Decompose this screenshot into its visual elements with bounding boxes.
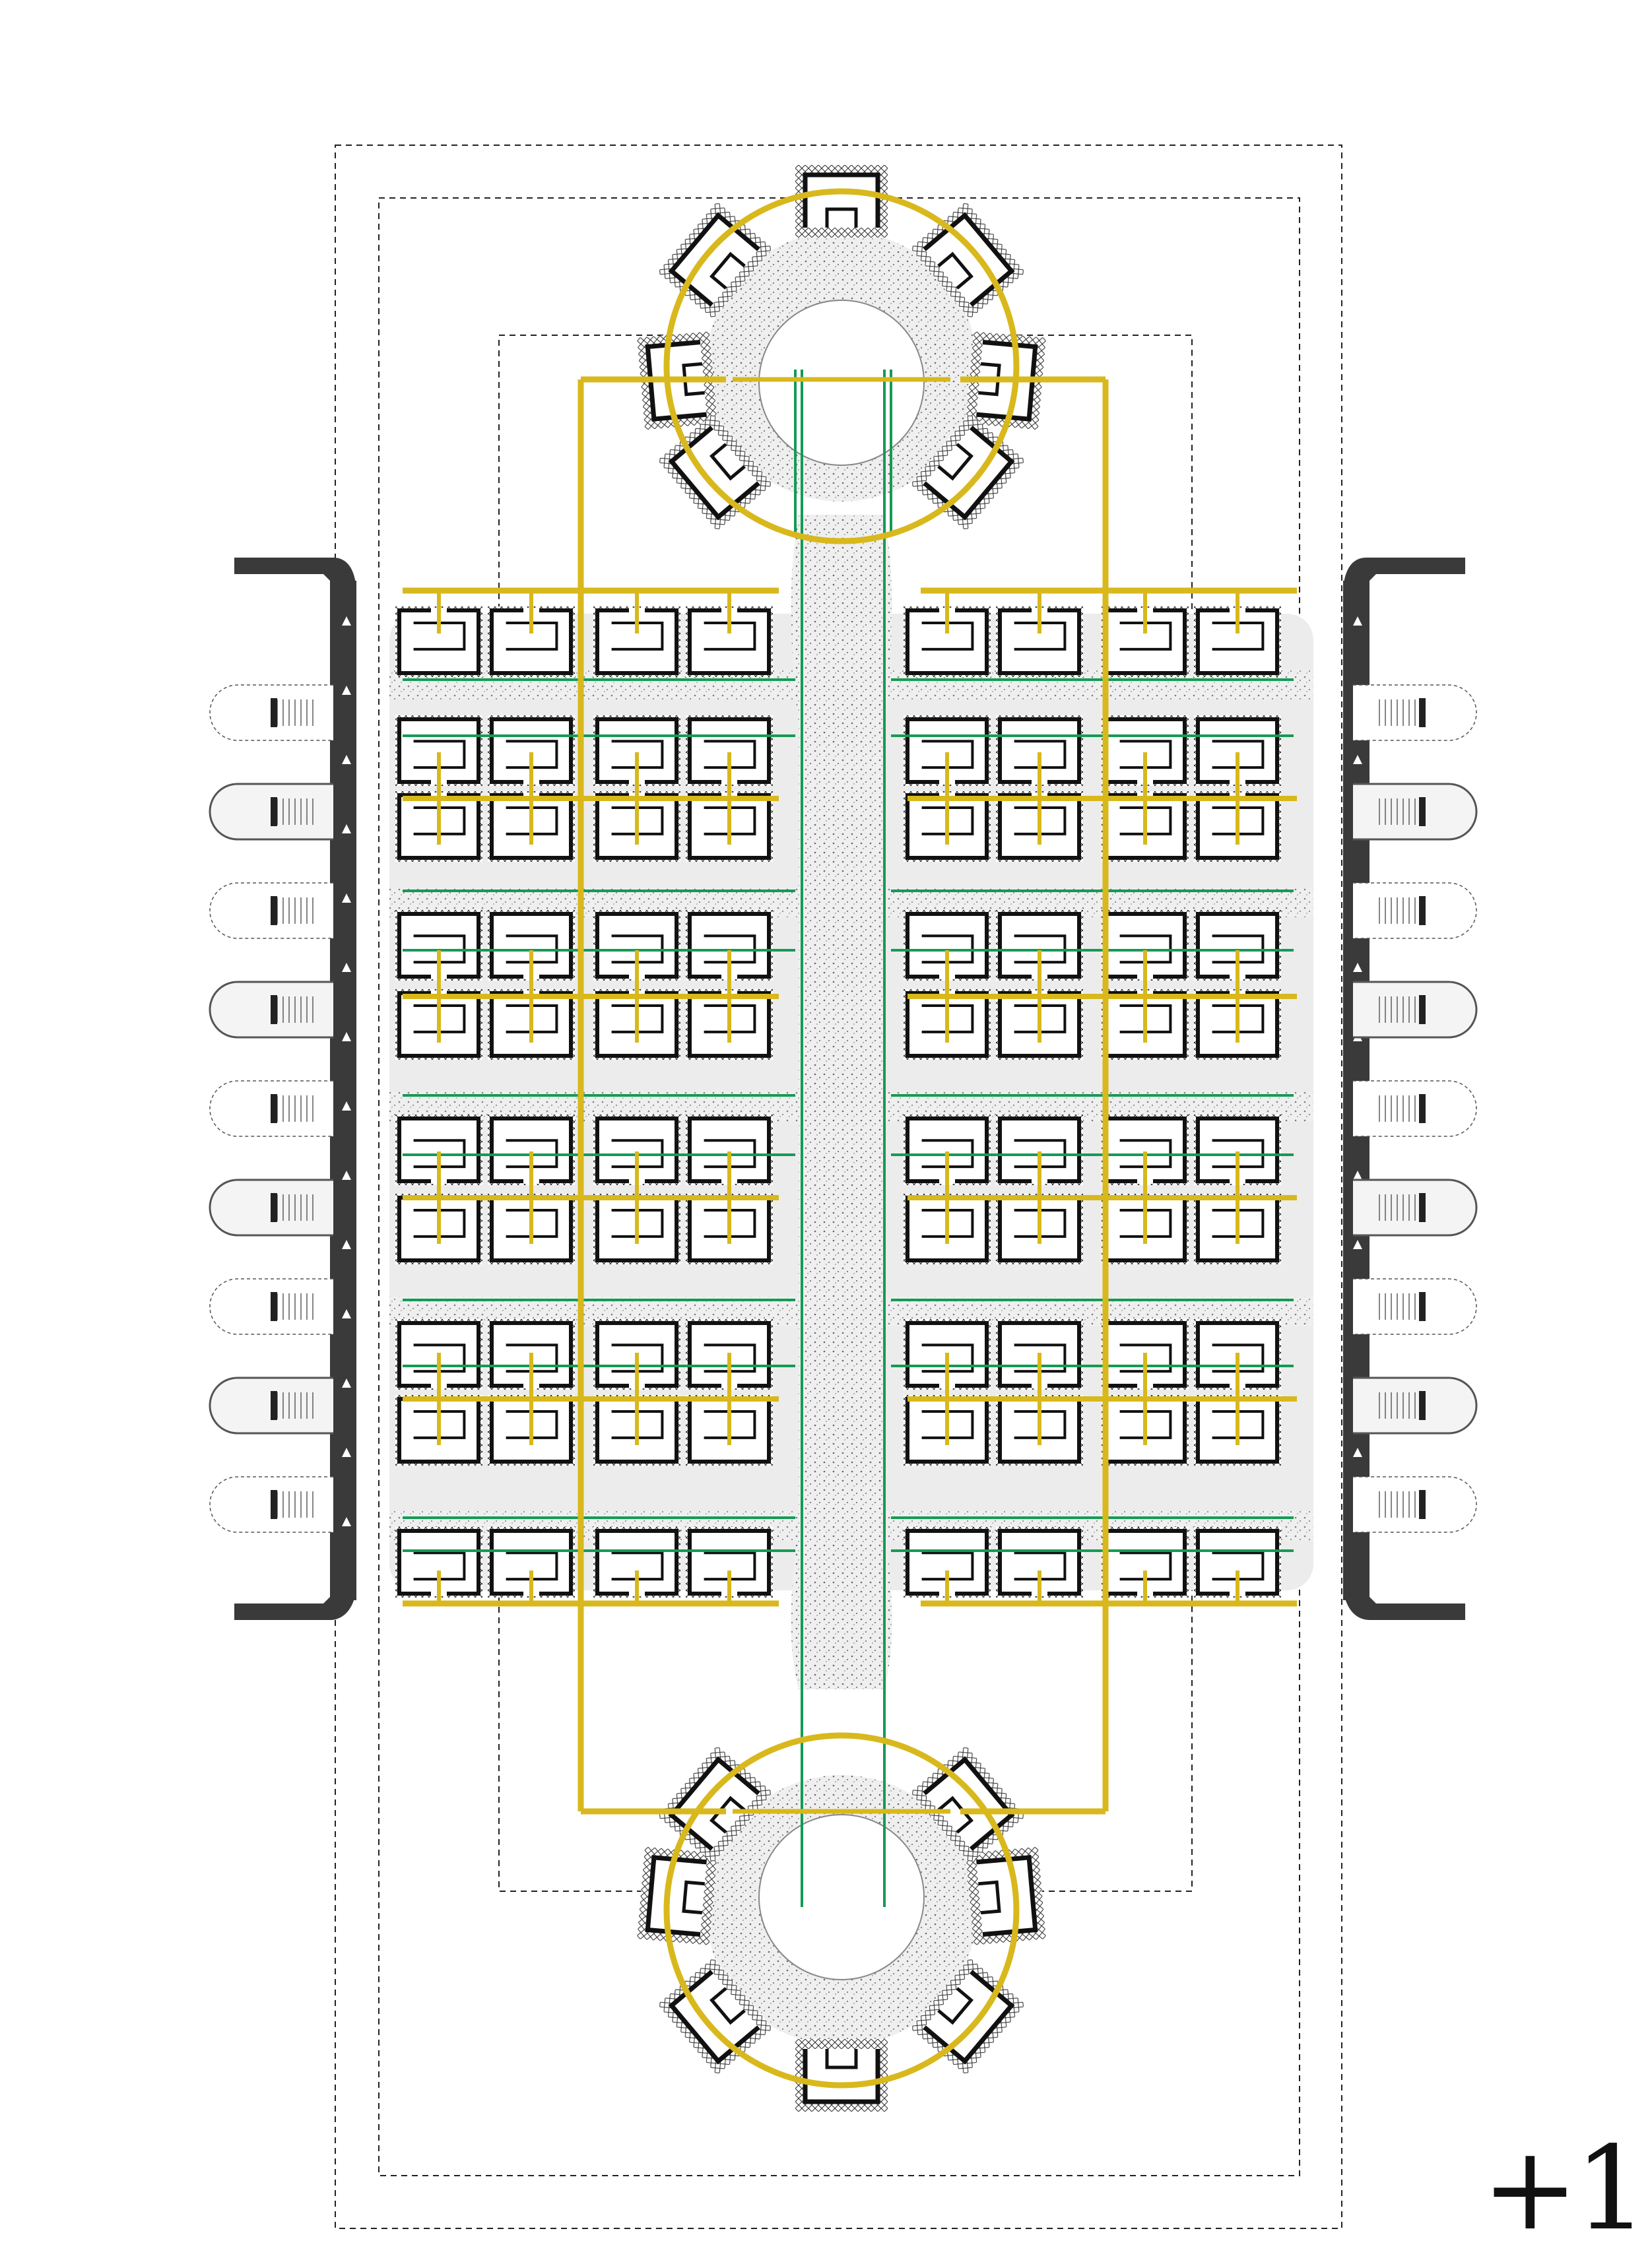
pod-core <box>682 1880 705 1915</box>
bottom-ring-court <box>758 1814 925 1980</box>
housing-unit <box>1194 910 1281 981</box>
top-ring-court <box>758 300 925 466</box>
housing-unit <box>593 606 680 677</box>
stair-landing <box>271 995 277 1024</box>
pod-wall <box>923 1970 1015 2065</box>
direction-arrow-icon <box>1353 616 1362 626</box>
housing-unit <box>1194 1115 1281 1185</box>
stair-landing <box>271 1490 277 1519</box>
housing-unit <box>686 791 773 862</box>
stair-landing <box>271 1391 277 1420</box>
stair-landing <box>271 797 277 826</box>
housing-unit <box>996 715 1083 786</box>
ring-pod <box>795 165 888 238</box>
pod-wall <box>645 1855 707 1937</box>
housing-unit <box>593 715 680 786</box>
pod-wall <box>668 212 760 307</box>
direction-arrow-icon <box>342 1448 351 1457</box>
direction-arrow-icon <box>342 963 351 972</box>
pod-wall <box>923 426 1015 521</box>
pod-core <box>978 1880 1001 1915</box>
housing-unit <box>996 1115 1083 1185</box>
housing-unit <box>488 910 575 981</box>
pod-core <box>710 251 746 290</box>
green-service-lines <box>403 370 1294 1907</box>
stair-landing <box>1419 1193 1426 1222</box>
pod-wall <box>923 212 1015 307</box>
direction-arrow-icon <box>342 1171 351 1180</box>
direction-arrow-icon <box>342 1309 351 1318</box>
stair-landing <box>1419 995 1426 1024</box>
housing-unit <box>488 715 575 786</box>
pod-core <box>825 207 858 228</box>
stair-landing <box>1419 797 1426 826</box>
pod-core <box>825 2049 858 2069</box>
pod-wall <box>803 172 880 228</box>
yellow-ring-bottom <box>663 1732 1020 2089</box>
stair-landing <box>1419 896 1426 925</box>
pod-core <box>937 251 974 290</box>
direction-arrow-icon <box>342 1101 351 1111</box>
direction-arrow-icon <box>1353 1240 1362 1249</box>
direction-arrow-icon <box>342 616 351 626</box>
housing-unit <box>686 606 773 677</box>
ring-pod <box>795 2039 888 2112</box>
ring-pod <box>637 1846 717 1945</box>
stair-landing <box>271 896 277 925</box>
direction-arrow-icon <box>342 893 351 903</box>
stair-landing <box>271 1292 277 1321</box>
ring-pod <box>966 1846 1046 1945</box>
housing-unit <box>593 1395 680 1466</box>
direction-arrow-icon <box>1353 1171 1362 1180</box>
direction-arrow-icon <box>342 755 351 764</box>
direction-arrow-icon <box>1353 1448 1362 1457</box>
housing-unit <box>395 1115 482 1185</box>
stair-landing <box>1419 1391 1426 1420</box>
pod-wall <box>923 1756 1015 1851</box>
stair-landing <box>1419 1490 1426 1519</box>
direction-arrow-icon <box>342 824 351 833</box>
housing-unit <box>1102 910 1189 981</box>
pod-wall <box>668 1970 760 2065</box>
level-label: +1 <box>1482 2122 1648 2256</box>
direction-arrow-icon <box>342 1378 351 1388</box>
pod-wall <box>976 1855 1038 1937</box>
direction-arrow-icon <box>342 686 351 695</box>
stair-landing <box>271 1193 277 1222</box>
pod-core <box>710 443 746 481</box>
boundary-line-2 <box>378 197 1300 2176</box>
stair-landing <box>271 698 277 727</box>
direction-arrow-icon <box>1353 963 1362 972</box>
stair-landing <box>1419 698 1426 727</box>
pod-core <box>937 1987 974 2025</box>
stair-landing <box>1419 1094 1426 1123</box>
direction-arrow-icon <box>1353 755 1362 764</box>
direction-arrow-icon <box>342 1240 351 1249</box>
stair-landing <box>271 1094 277 1123</box>
yellow-ring-top <box>663 188 1020 544</box>
pod-core <box>937 443 974 481</box>
pod-wall <box>668 1756 760 1851</box>
pod-wall <box>668 426 760 521</box>
direction-arrow-icon <box>342 1032 351 1041</box>
direction-arrow-icon <box>342 1517 351 1526</box>
yellow-conduit-lines <box>403 188 1297 2089</box>
pod-wall <box>803 2049 880 2104</box>
pod-core <box>710 1987 746 2025</box>
stair-landing <box>1419 1292 1426 1321</box>
housing-unit <box>395 1194 482 1264</box>
boundary-line-1 <box>335 145 1342 2229</box>
side-stair-towers <box>209 558 1478 1620</box>
side-stair-spine-left <box>337 581 356 1600</box>
